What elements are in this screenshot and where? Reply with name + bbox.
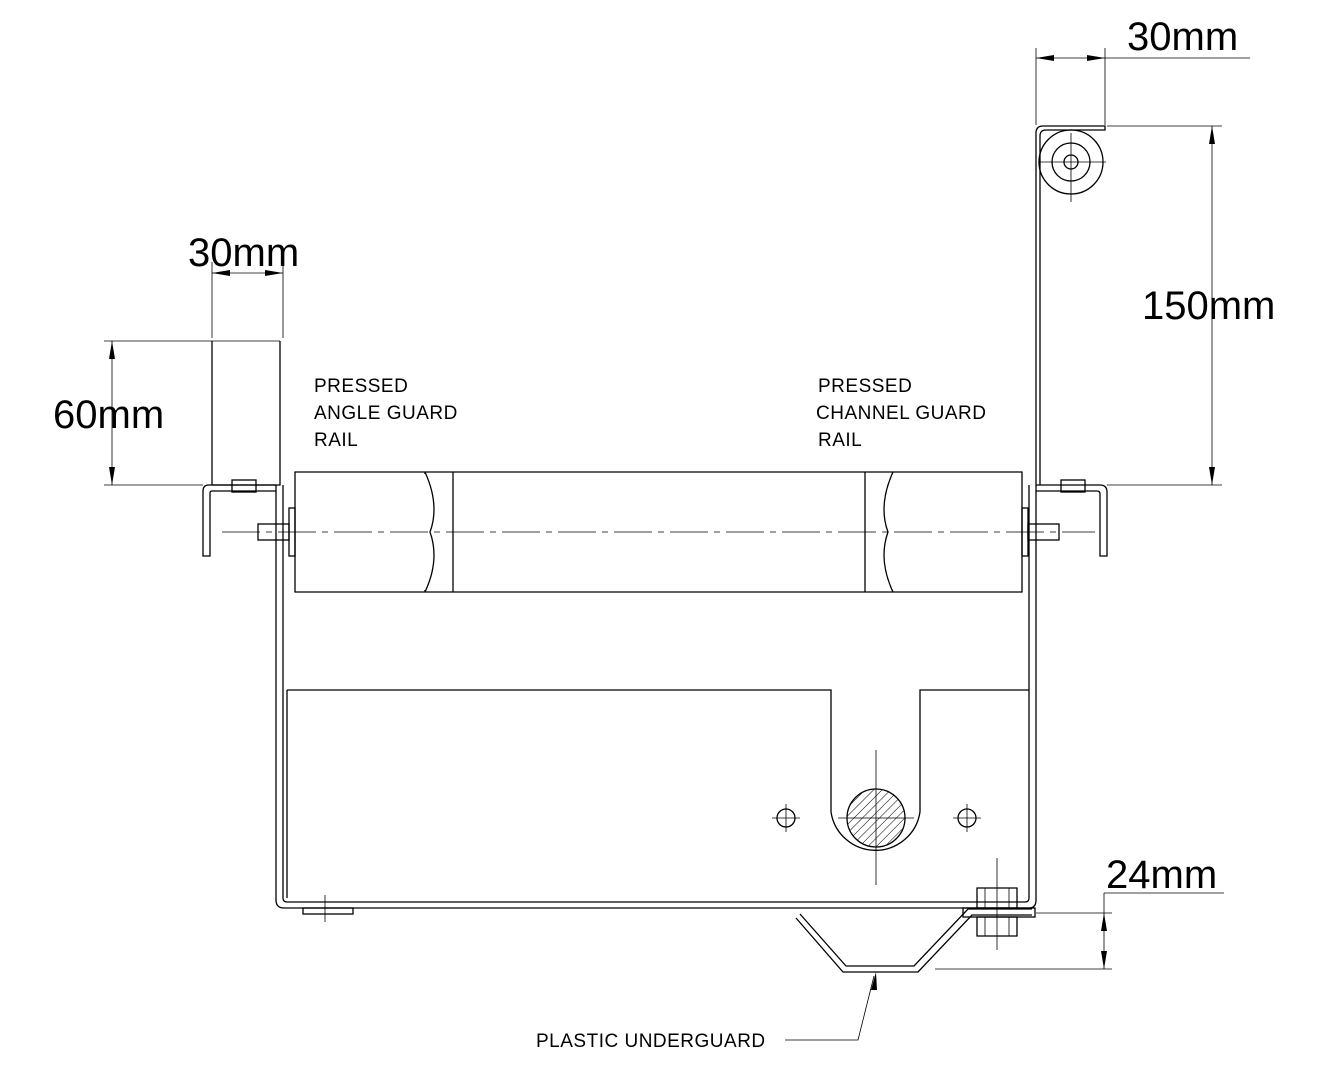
dimension-left-width-label: 30mm	[188, 231, 299, 275]
underguard-label-text: PLASTIC UNDERGUARD	[536, 1031, 766, 1052]
dimension-right-width: 30mm	[1035, 15, 1250, 125]
bottom-fixing-left	[302, 895, 354, 922]
dimension-right-width-label: 30mm	[1127, 15, 1238, 59]
left-angle-guard-rail	[202, 341, 281, 557]
right-rail-label-line-1: PRESSED	[818, 376, 912, 397]
mounting-hole-right	[953, 804, 981, 832]
dimension-left-width: 30mm	[188, 231, 299, 338]
right-rail-label-line-2: CHANNEL GUARD	[816, 403, 987, 424]
dimension-left-height-label: 60mm	[53, 393, 164, 437]
dimension-right-height: 150mm	[1107, 125, 1275, 486]
left-rail-label-line-1: PRESSED	[314, 376, 408, 397]
underguard-label: PLASTIC UNDERGUARD	[536, 972, 877, 1052]
left-rail-label-line-3: RAIL	[314, 430, 358, 451]
roller	[222, 471, 1095, 593]
dimension-right-height-label: 150mm	[1142, 284, 1275, 328]
left-rail-label-line-2: ANGLE GUARD	[314, 403, 458, 424]
dimension-left-height: 60mm	[53, 340, 280, 486]
right-channel-guard-rail	[1035, 125, 1108, 557]
mounting-hole-left	[772, 804, 800, 832]
dimension-underguard-depth: 24mm	[935, 853, 1224, 970]
right-rail-label-line-3: RAIL	[818, 430, 862, 451]
drive-shaft	[838, 750, 914, 885]
dimension-underguard-depth-label: 24mm	[1106, 853, 1217, 897]
plastic-underguard	[795, 858, 1036, 973]
left-rail-label: PRESSED ANGLE GUARD RAIL	[314, 376, 458, 451]
frame	[275, 485, 1037, 909]
right-rail-label: PRESSED CHANNEL GUARD RAIL	[816, 376, 987, 451]
